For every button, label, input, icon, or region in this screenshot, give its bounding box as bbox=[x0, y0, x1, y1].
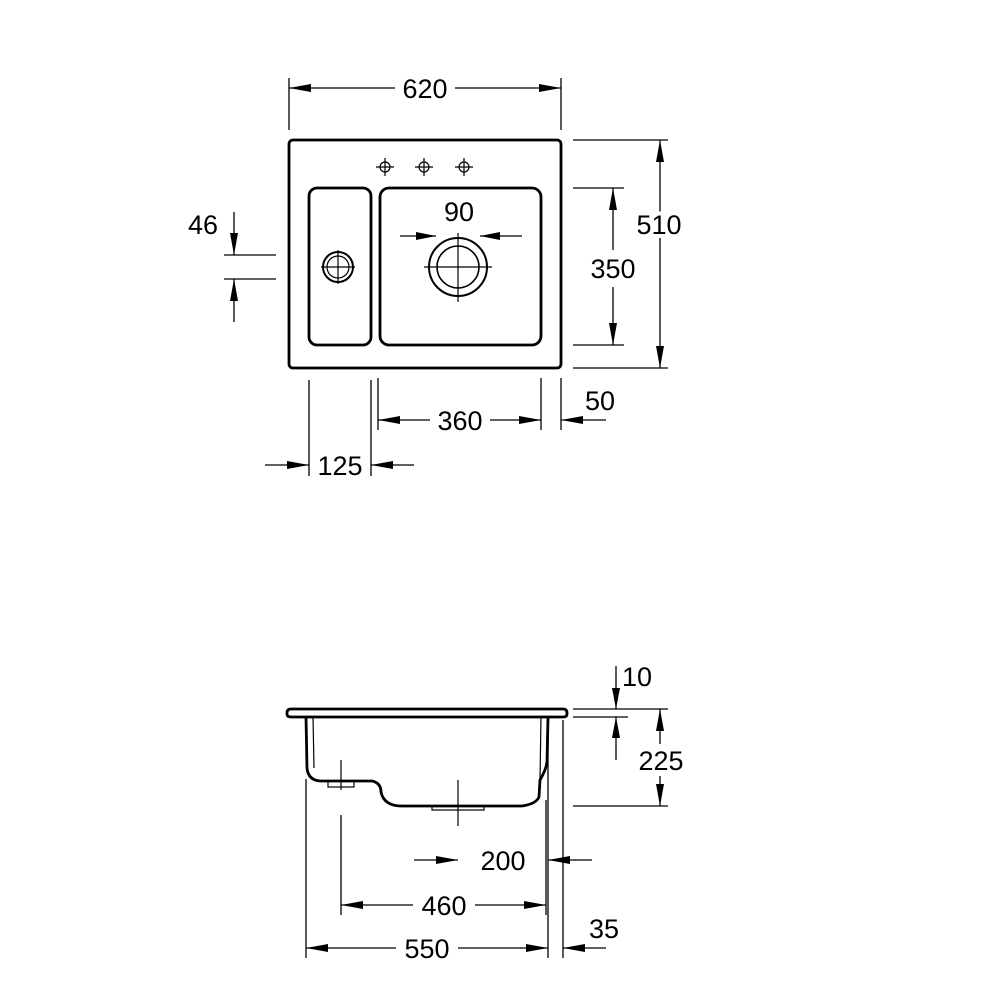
label-overall-width: 620 bbox=[402, 74, 447, 104]
label-rim-margin: 50 bbox=[585, 386, 615, 416]
side-drain-outlet-icon bbox=[327, 760, 355, 790]
dimension-bowl-length: 460 bbox=[340, 800, 547, 921]
label-rim-thickness: 10 bbox=[622, 662, 652, 692]
label-side-bowl-width: 125 bbox=[317, 451, 362, 481]
dimension-side-bowl-width: 125 bbox=[265, 380, 414, 481]
label-side-drain-offset: 46 bbox=[188, 210, 218, 240]
dimension-rim-thickness: 10 bbox=[573, 662, 652, 718]
side-drain-icon bbox=[321, 250, 355, 284]
label-bowl-depth: 225 bbox=[638, 746, 683, 776]
label-main-bowl-width: 360 bbox=[437, 406, 482, 436]
label-bowl-length: 460 bbox=[421, 891, 466, 921]
tap-hole-markers bbox=[376, 158, 473, 176]
main-bowl bbox=[378, 186, 543, 347]
dimension-main-bowl-depth: 350 bbox=[573, 187, 636, 346]
tap-hole-icon bbox=[415, 158, 433, 176]
bowl-profile bbox=[304, 716, 550, 808]
side-view: 10 225 200 bbox=[285, 662, 688, 964]
sink-outline bbox=[287, 138, 563, 370]
tap-hole-icon bbox=[455, 158, 473, 176]
plan-view: 620 510 350 90 bbox=[188, 74, 686, 481]
label-overall-depth: 510 bbox=[636, 210, 681, 240]
dimension-overall-depth: 510 bbox=[573, 139, 686, 369]
label-cutout-length: 550 bbox=[404, 934, 449, 964]
dimension-bowl-depth: 225 bbox=[573, 708, 688, 807]
dimension-drain-diameter: 90 bbox=[400, 197, 522, 240]
label-drain-diameter: 90 bbox=[444, 197, 474, 227]
dimension-overall-width: 620 bbox=[288, 74, 562, 130]
label-main-bowl-depth: 350 bbox=[590, 254, 635, 284]
dimension-side-drain-offset: 46 bbox=[188, 210, 276, 322]
label-rim-overhang: 35 bbox=[589, 914, 619, 944]
dimension-rim-margin: 50 bbox=[560, 378, 615, 430]
dimension-rim-overhang: 35 bbox=[562, 720, 619, 958]
main-drain-outlet-icon bbox=[431, 780, 485, 826]
label-drain-offset: 200 bbox=[480, 846, 525, 876]
side-bowl bbox=[307, 186, 373, 347]
dimension-main-bowl-width: 360 bbox=[377, 378, 542, 436]
dimension-drain-offset: 200 bbox=[414, 846, 592, 876]
main-drain-icon bbox=[424, 233, 492, 302]
sink-rim-profile bbox=[285, 707, 569, 719]
bowl-inner-wall bbox=[312, 716, 542, 781]
tap-hole-icon bbox=[376, 158, 394, 176]
dimension-cutout-length: 550 bbox=[305, 720, 549, 964]
